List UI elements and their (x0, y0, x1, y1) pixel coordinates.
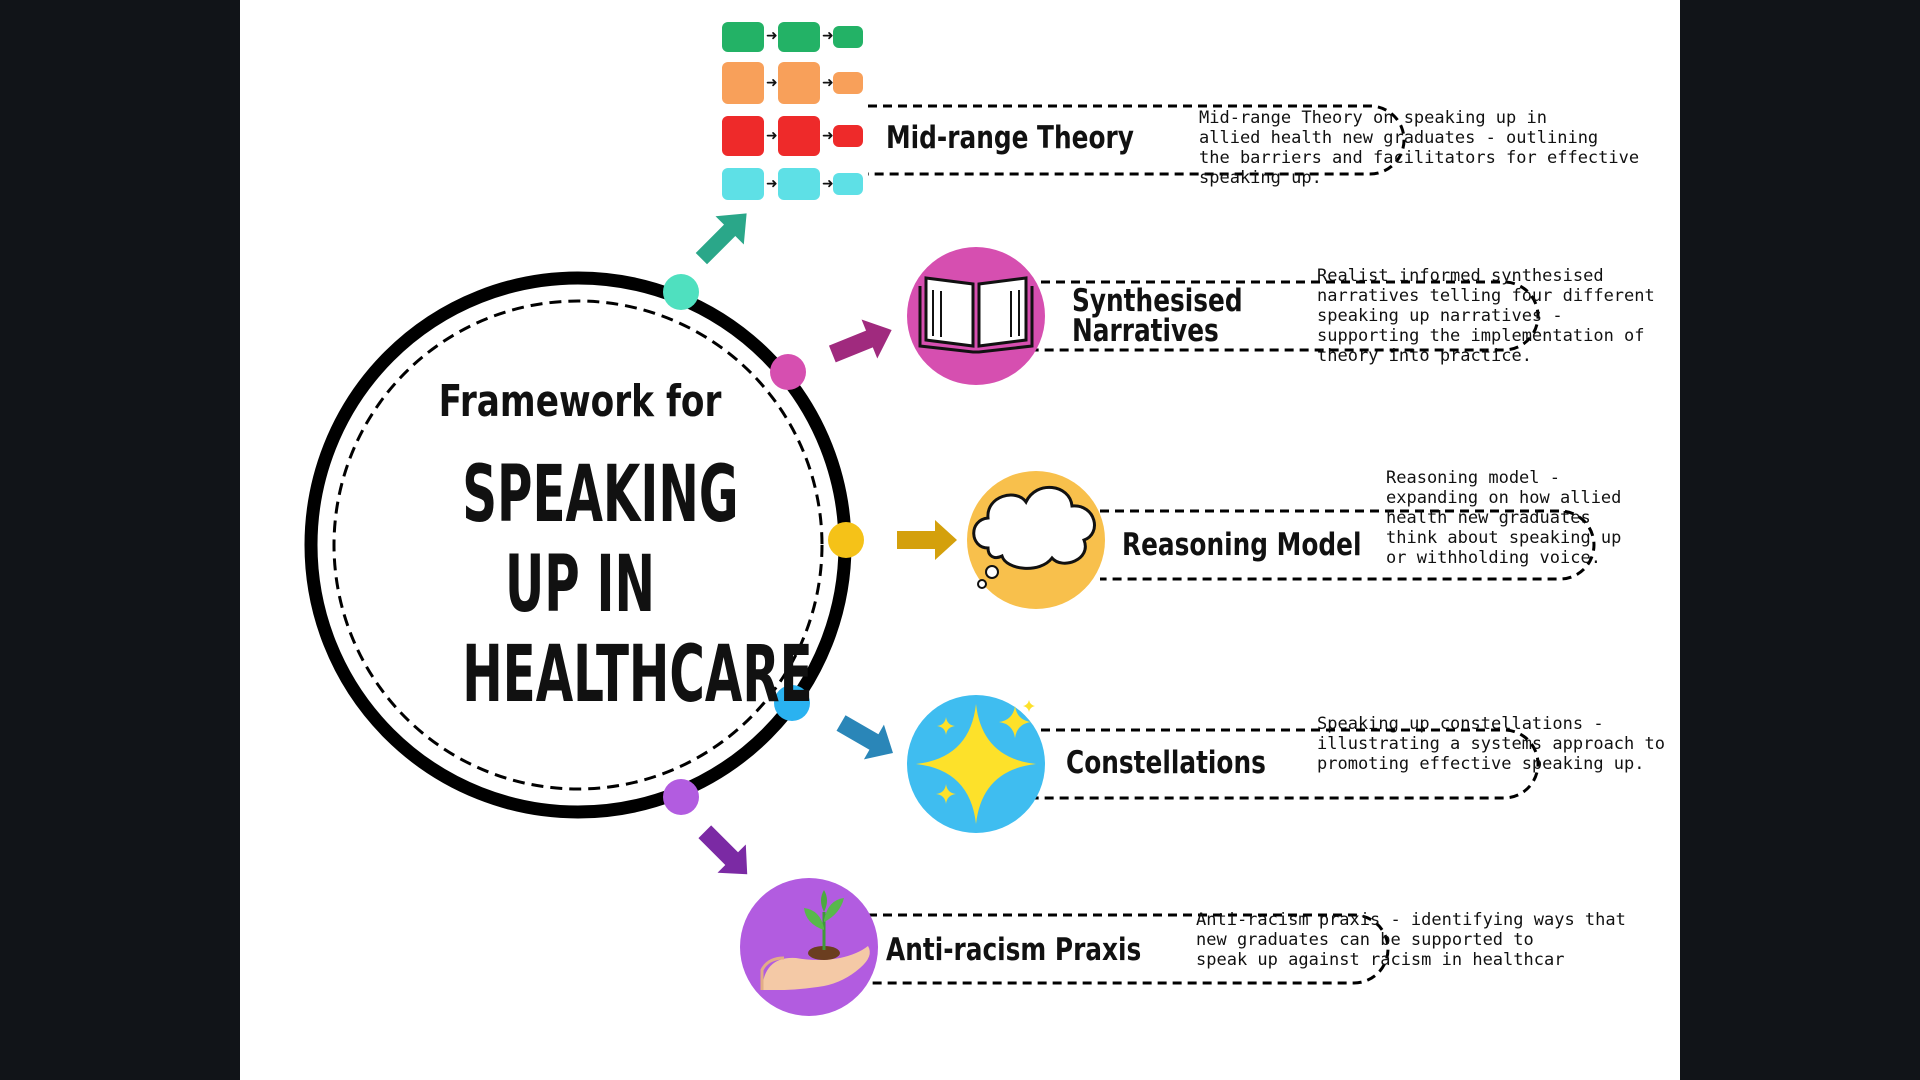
flow-arrow: ➜ (766, 75, 778, 91)
hand-seedling-icon (740, 878, 878, 1016)
flow-arrow: ➜ (766, 28, 778, 44)
description-mid-range-theory: Mid-range Theory on speaking up in allie… (1199, 108, 1640, 188)
pill-reasoning-model (1100, 509, 1596, 581)
description-synthesised-narratives: Realist informed synthesised narratives … (1317, 266, 1655, 366)
arrow-blue (836, 715, 893, 760)
pill-mid-range-theory (868, 104, 1406, 176)
title-line-up-in: UP IN (504, 540, 656, 630)
flow-box (722, 62, 764, 104)
arrow-magenta (828, 319, 892, 363)
flow-arrow: ➜ (822, 176, 834, 192)
label-reasoning-model: Reasoning Model (1122, 527, 1362, 563)
flow-box (833, 72, 863, 94)
flow-box (778, 116, 820, 156)
arrow-gold (897, 520, 957, 560)
description-constellations: Speaking up constellations - illustratin… (1317, 714, 1665, 774)
flow-arrow: ➜ (822, 28, 834, 44)
flow-arrow: ➜ (766, 176, 778, 192)
flow-box (722, 22, 764, 52)
open-book-icon (907, 247, 1045, 385)
flow-box (833, 173, 863, 195)
description-reasoning-model: Reasoning model - expanding on how allie… (1386, 468, 1622, 568)
dot-pink (770, 354, 806, 390)
label-synthesised-narratives: Synthesised Narratives (1072, 283, 1243, 349)
thought-cloud-icon (967, 471, 1105, 609)
flow-arrow: ➜ (822, 75, 834, 91)
title-line-speaking: SPEAKING (462, 450, 739, 540)
flowchart-thumbnail-icon: ➜ ➜ ➜ ➜ ➜ ➜ ➜ ➜ (722, 22, 863, 200)
label-constellations: Constellations (1066, 745, 1266, 781)
flow-box (833, 125, 863, 147)
dot-yellow (828, 522, 864, 558)
flow-box (722, 168, 764, 200)
inner-dashed-ring (332, 299, 824, 791)
title-line-healthcare: HEALTHCARE (462, 630, 813, 720)
flow-box (833, 26, 863, 48)
arrow-teal (695, 213, 747, 265)
description-anti-racism-praxis: Anti-racism praxis - identifying ways th… (1196, 910, 1626, 970)
pill-synthesised-narratives (1026, 280, 1540, 352)
flow-arrow: ➜ (766, 128, 778, 144)
dot-blue (774, 685, 810, 721)
slide: ➜ ➜ ➜ ➜ ➜ ➜ ➜ ➜ Framework for SPEAKING U… (240, 0, 1680, 1080)
flow-arrow: ➜ (822, 128, 834, 144)
flow-box (778, 62, 820, 104)
arrow-purple (698, 825, 748, 875)
label-mid-range-theory: Mid-range Theory (886, 120, 1134, 156)
flow-box (778, 168, 820, 200)
flow-box (778, 22, 820, 52)
pill-constellations (1026, 728, 1540, 800)
dot-purple (663, 779, 699, 815)
label-anti-racism-praxis: Anti-racism Praxis (886, 932, 1142, 968)
flow-box (722, 116, 764, 156)
title-line-framework-for: Framework for (438, 376, 722, 427)
framework-diagram (304, 104, 1596, 1016)
pill-anti-racism-praxis (868, 913, 1390, 985)
dot-teal (663, 274, 699, 310)
sparkle-stars-icon (907, 695, 1045, 833)
